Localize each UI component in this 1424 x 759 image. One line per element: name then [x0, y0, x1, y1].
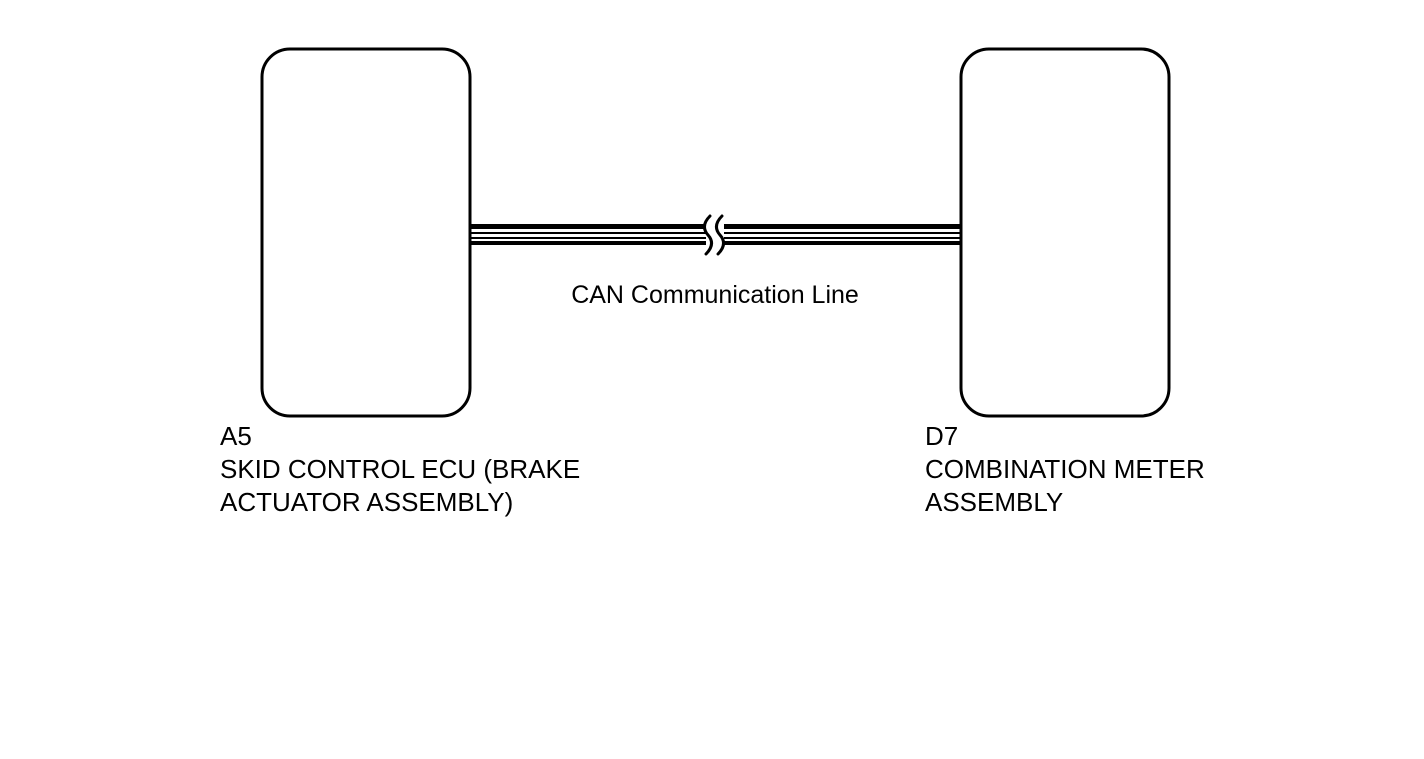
combination-meter-box [959, 47, 1171, 418]
can-line-label: CAN Communication Line [571, 281, 859, 309]
component-name-line2: ACTUATOR ASSEMBLY) [220, 487, 514, 517]
component-name-line1: SKID CONTROL ECU (BRAKE [220, 454, 581, 484]
can-line-left-segment [470, 224, 706, 245]
component-name-line2: ASSEMBLY [925, 487, 1064, 517]
component-name-line1: COMBINATION METER [925, 454, 1205, 484]
line-break-symbol [703, 214, 725, 256]
can-line-right-segment [724, 224, 961, 245]
combination-meter-label: D7 COMBINATION METER ASSEMBLY [925, 420, 1205, 519]
skid-control-ecu-box [260, 47, 472, 418]
skid-control-ecu-label: A5 SKID CONTROL ECU (BRAKE ACTUATOR ASSE… [220, 420, 580, 519]
component-code: D7 [925, 421, 959, 451]
component-code: A5 [220, 421, 252, 451]
